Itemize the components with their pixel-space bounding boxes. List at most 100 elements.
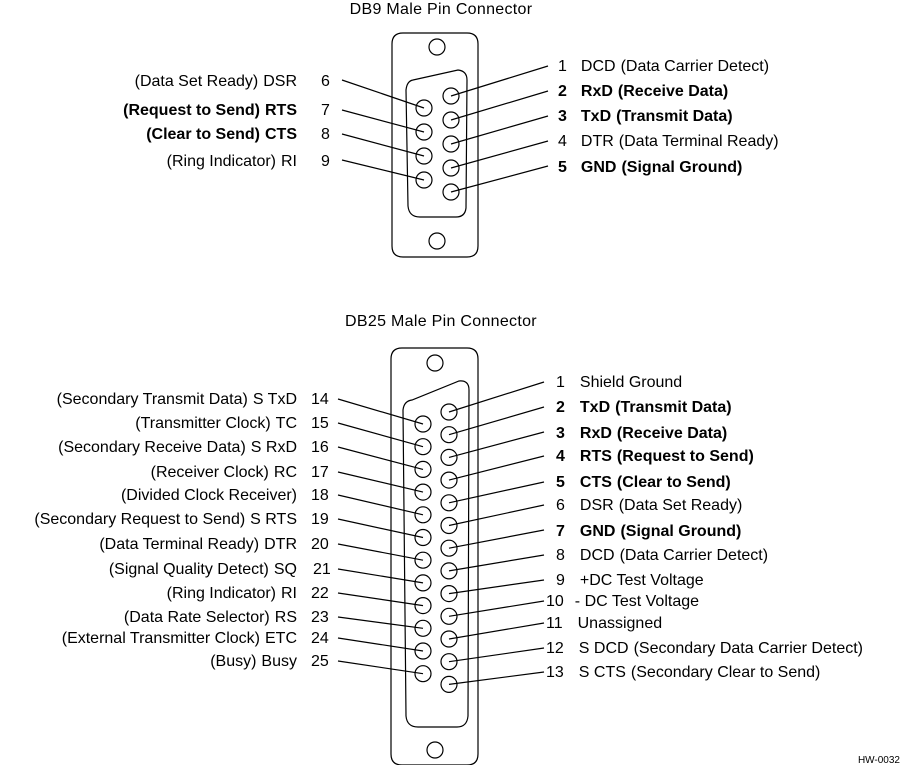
db25-leader-21 xyxy=(337,568,424,584)
db25-leader-8 xyxy=(448,554,545,572)
db25-pin-13 xyxy=(440,675,458,694)
db9-pin-7 xyxy=(415,123,433,141)
db25-leader-4 xyxy=(448,455,545,481)
db25-pin-5 xyxy=(440,494,458,512)
db25-pin-24 xyxy=(414,642,432,660)
db25-leader-24 xyxy=(337,637,424,652)
db25-pin-18-label: (Divided Clock Receiver) xyxy=(121,487,297,504)
db25-left-labels: (Secondary Transmit Data)S TxD (Transmit… xyxy=(34,391,331,670)
db25-leader-11 xyxy=(448,622,545,640)
db25-pin-2 xyxy=(440,426,458,444)
db9-leader-3 xyxy=(450,115,549,145)
db25-leader-18 xyxy=(337,494,424,516)
db25-pin-8 xyxy=(440,562,458,580)
db9-left-labels: (Data Set Ready)DSR (Request to Send)RTS… xyxy=(123,73,330,170)
db9-pin-9-number: 9 xyxy=(321,153,330,170)
db25-pin-21 xyxy=(414,574,432,592)
db25-leader-6 xyxy=(448,504,545,527)
db9-pin-9-label: (Ring Indicator)RI xyxy=(167,153,297,170)
db25-pin-16-number: 16 xyxy=(311,439,329,456)
db25-pin-18 xyxy=(414,506,432,524)
db9-mounting-hole-top xyxy=(428,38,446,56)
db9-pin-4 xyxy=(442,159,460,177)
db25-pin-20-label: (Data Terminal Ready)DTR xyxy=(99,536,297,553)
db25-pin-12 xyxy=(440,653,458,671)
db9-pin-7-label: (Request to Send)RTS xyxy=(123,102,297,119)
db25-pin-25 xyxy=(414,665,432,683)
db9-pin-8-label: (Clear to Send)CTS xyxy=(146,126,297,143)
db9-pin-8-number: 8 xyxy=(321,126,330,143)
db25-pin-14-number: 14 xyxy=(311,391,329,408)
db25-leader-22 xyxy=(337,592,424,607)
db25-leader-3 xyxy=(448,431,545,458)
db9-leader-2 xyxy=(450,90,549,121)
db25-pin-15-label: (Transmitter Clock)TC xyxy=(135,415,297,432)
db9-leader-8 xyxy=(341,133,425,157)
db9-leader-6 xyxy=(341,79,425,109)
db25-leader-12 xyxy=(448,647,545,663)
db9-leader-4 xyxy=(450,140,549,169)
db25-pin-18-number: 18 xyxy=(311,487,329,504)
db25-connector-shell xyxy=(390,347,479,765)
db9-leader-1 xyxy=(450,65,549,97)
db25-pin-16-label: (Secondary Receive Data)S RxD xyxy=(58,439,297,456)
db9-connector-shell xyxy=(391,32,479,258)
db25-pin-20-number: 20 xyxy=(311,536,329,553)
db25-pin-1 xyxy=(440,403,458,421)
db25-pin-circles xyxy=(414,403,458,694)
db25-pin-9-label: 9+DC Test Voltage xyxy=(556,572,704,589)
db25-pin-20 xyxy=(414,551,432,569)
db25-leader-13 xyxy=(448,671,545,685)
db25-mounting-hole-top xyxy=(426,354,444,372)
db9-leader-7 xyxy=(341,109,425,133)
db25-pin-17-label: (Receiver Clock)RC xyxy=(151,464,297,481)
db25-pin-4 xyxy=(440,471,458,489)
db25-title: DB25 Male Pin Connector xyxy=(345,313,537,330)
db9-pin-9 xyxy=(415,171,433,189)
db9-pin-2 xyxy=(442,111,460,129)
db25-pin-3 xyxy=(440,448,458,466)
db9-pin-1 xyxy=(442,87,460,105)
db9-pin-3 xyxy=(442,135,460,153)
db25-leader-17 xyxy=(337,471,424,493)
db25-pin-22-label: (Ring Indicator)RI xyxy=(167,585,297,602)
db25-leader-9 xyxy=(448,579,545,595)
db25-pin-6 xyxy=(440,516,458,535)
db25-pin-25-number: 25 xyxy=(311,653,329,670)
db25-pin-10 xyxy=(440,607,458,625)
db25-leader-15 xyxy=(337,422,424,448)
db9-leader-5 xyxy=(450,165,549,193)
db9-pin-circles xyxy=(415,87,460,201)
db25-mounting-hole-bottom xyxy=(426,741,444,759)
db9-mounting-hole-bottom xyxy=(428,232,446,250)
db9-leader-9 xyxy=(341,159,425,181)
db9-pin-6-label: (Data Set Ready)DSR xyxy=(135,73,297,90)
db9-leader-lines xyxy=(341,65,549,193)
db25-pin-15 xyxy=(414,438,432,456)
db25-leader-16 xyxy=(337,446,424,470)
db25-pin-7 xyxy=(440,539,458,557)
db25-pin-21-number: 21 xyxy=(313,561,331,578)
db25-pin-19-label: (Secondary Request to Send)S RTS xyxy=(34,511,297,528)
db9-pin-7-number: 7 xyxy=(321,102,330,119)
db25-leader-23 xyxy=(337,616,424,629)
db25-pin-14 xyxy=(414,415,432,433)
db25-pin-21-label: (Signal Quality Detect)SQ xyxy=(109,561,297,578)
db25-leader-10 xyxy=(448,600,545,617)
db25-pin-24-number: 24 xyxy=(311,630,329,647)
db25-pin-16 xyxy=(414,460,432,478)
db25-leader-25 xyxy=(337,660,424,675)
db9-pin-8 xyxy=(415,147,433,165)
db25-pin-22-number: 22 xyxy=(311,585,329,602)
db9-pin-5 xyxy=(442,183,460,201)
